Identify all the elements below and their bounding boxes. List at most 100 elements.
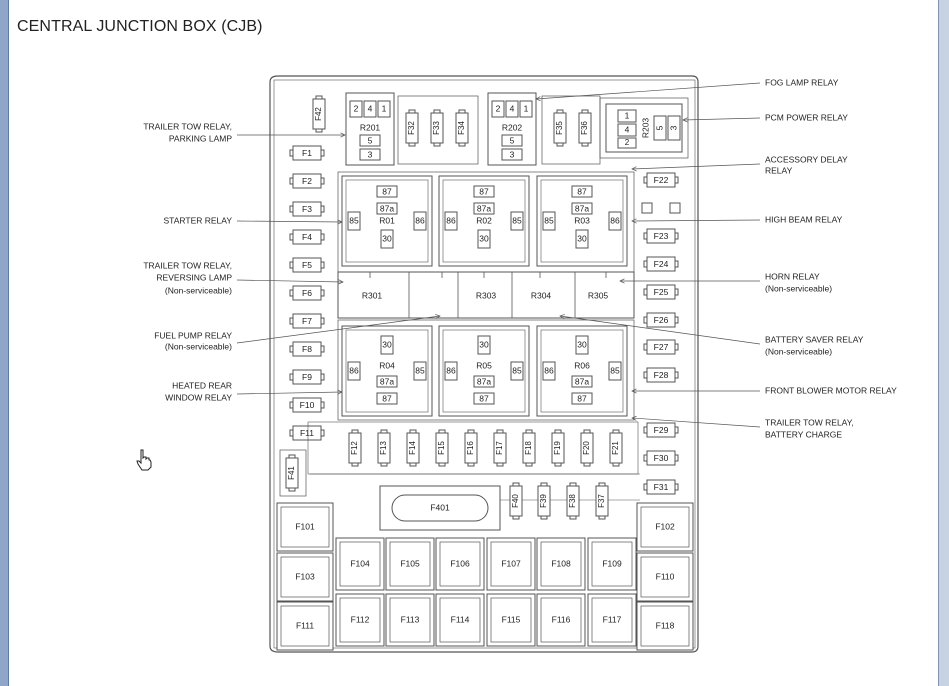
fuse-f15-label: F15 (437, 441, 446, 455)
relay-r201-label: R201 (360, 122, 381, 132)
svg-text:86: 86 (349, 365, 359, 375)
svg-text:4: 4 (368, 103, 373, 113)
fuse-f9-label: F9 (302, 372, 312, 382)
fuse-tab (289, 373, 294, 381)
callout-arrowhead (631, 415, 637, 421)
relay-r01-inner (345, 179, 429, 263)
relay-r02-label: R02 (476, 215, 492, 225)
relay-pin (413, 211, 427, 231)
relay-r202-label: R202 (502, 122, 523, 132)
fuse-tab (289, 177, 294, 185)
svg-text:2: 2 (625, 138, 630, 147)
fuse-f22-label: F22 (654, 175, 669, 185)
fuse-f102-label: F102 (655, 521, 675, 531)
callout-right-2-line-0: ACCESSORY DELAY (765, 154, 848, 164)
svg-text:2: 2 (354, 103, 359, 113)
fuse-tab (643, 288, 648, 296)
relay-pin (542, 211, 556, 231)
relay-pin (444, 211, 458, 231)
fuse-tab (674, 454, 679, 462)
relay-pin (376, 375, 398, 388)
svg-text:86: 86 (610, 215, 620, 225)
fuse-tab (569, 482, 577, 487)
callout-left-2-line-2: (Non-serviceable) (165, 285, 232, 295)
fuse-f19-label: F19 (553, 441, 562, 455)
relay-r303: R303 (476, 290, 497, 300)
relay-pin (617, 137, 637, 149)
fuse-f11-label: F11 (300, 428, 314, 438)
relay-pin (617, 123, 637, 137)
fuse-tab (409, 462, 417, 467)
svg-text:4: 4 (510, 103, 515, 113)
relay-r203-label: R203 (640, 118, 650, 139)
fuse-tab (643, 454, 648, 462)
fuse-tab (351, 429, 359, 434)
fuse-f31-label: F31 (654, 482, 669, 492)
fuse-f106 (439, 541, 481, 587)
callout-right-2-leader (631, 163, 761, 170)
svg-text:86: 86 (544, 365, 554, 375)
fuse-f14-label: F14 (408, 441, 417, 455)
svg-text:30: 30 (382, 339, 392, 349)
callout-right-7-line-1: BATTERY CHARGE (765, 429, 842, 439)
fuse-f108-label: F108 (551, 558, 571, 568)
fuse-tab (289, 205, 294, 213)
svg-text:87a: 87a (380, 203, 394, 213)
relay-r02-inner (442, 179, 526, 263)
svg-text:87a: 87a (575, 376, 589, 386)
fuse-tab (288, 454, 296, 459)
fuse-f7-label: F7 (302, 316, 312, 326)
relay-pin (359, 134, 381, 147)
callout-arrowhead (682, 117, 688, 123)
fuse-f105-frame (385, 537, 435, 591)
fuse-f401-label: F401 (430, 502, 450, 512)
fuse-tab (288, 487, 296, 492)
svg-text:87a: 87a (477, 203, 491, 213)
callout-left-4-leader (236, 391, 343, 395)
fuse-tab (320, 149, 325, 157)
fuse-f115 (490, 597, 532, 643)
callout-right-3-leader (631, 219, 761, 222)
fuse-f102-frame (636, 502, 694, 552)
callout-right-1-line-0: PCM POWER RELAY (765, 112, 848, 122)
fuse-tab (598, 515, 606, 520)
relay-r06-inner (540, 329, 624, 413)
relay-r01-label: R01 (379, 215, 395, 225)
callout-left-1-line-0: STARTER RELAY (164, 215, 233, 225)
fuse-f8-label: F8 (302, 344, 312, 354)
fuse-f29-label: F29 (654, 425, 669, 435)
relay-pin (477, 335, 491, 355)
fuse-tab (569, 515, 577, 520)
fuse-f112-label: F112 (351, 614, 370, 624)
svg-text:87: 87 (479, 186, 489, 196)
fuse-f23-label: F23 (654, 231, 669, 241)
callout-left-2-leader (236, 279, 344, 283)
callout-arrowhead (435, 314, 441, 320)
callout-left-4-line-0: HEATED REAR (172, 380, 232, 390)
fuse-tab (643, 343, 648, 351)
fuse-f16-label: F16 (466, 441, 475, 455)
svg-text:3: 3 (668, 125, 678, 130)
svg-text:5: 5 (510, 135, 515, 145)
fuse-f5-label: F5 (302, 260, 312, 270)
fuse-tab (643, 260, 648, 268)
svg-text:4: 4 (625, 124, 630, 134)
fuse-tab (315, 128, 323, 133)
fuse-f110-label: F110 (656, 571, 675, 581)
callout-right-3-line-0: HIGH BEAM RELAY (765, 214, 843, 224)
svg-text:30: 30 (479, 233, 489, 243)
fuse-f34-label: F34 (457, 121, 466, 135)
fuse-tab (674, 288, 679, 296)
callout-arrowhead (559, 314, 565, 320)
svg-text:87a: 87a (575, 203, 589, 213)
callout-left-0-line-1: PARKING LAMP (169, 133, 232, 143)
fuse-f4-label: F4 (302, 232, 312, 242)
fuse-f101 (280, 506, 330, 548)
svg-text:1: 1 (382, 103, 387, 113)
svg-text:87: 87 (577, 393, 587, 403)
callout-left-1-leader (236, 220, 343, 223)
svg-text:87a: 87a (477, 376, 491, 386)
callout-arrowhead (631, 218, 637, 224)
lower-relay-bay (337, 319, 635, 421)
window-frame-left (0, 0, 8, 686)
